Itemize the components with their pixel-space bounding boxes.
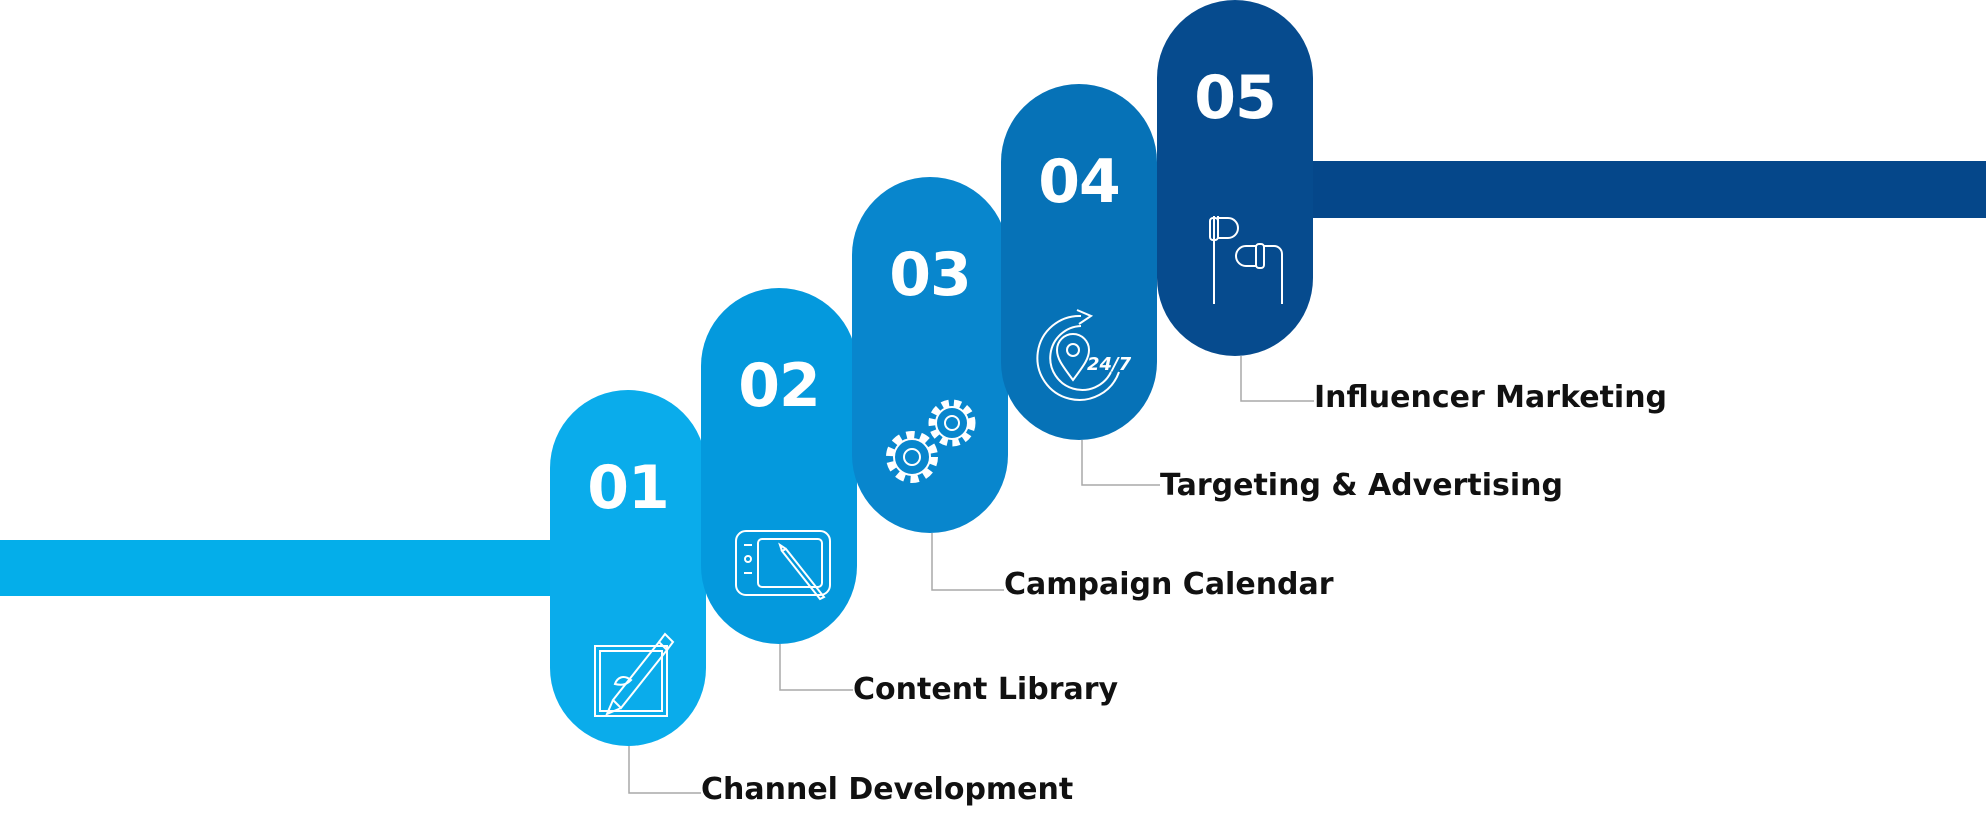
step-01-pill: 01 [550, 390, 706, 746]
step-05-pill: 05 [1157, 0, 1313, 356]
step-01-label: Channel Development [701, 772, 1074, 807]
step-05-number: 05 [1194, 63, 1277, 133]
step-04-number: 04 [1038, 147, 1121, 217]
step-03-number: 03 [889, 240, 972, 310]
right-connector-bar [1250, 161, 1986, 218]
step-04-pill: 04 24/7 [1001, 84, 1157, 440]
icon-24-7-text: 24/7 [1087, 354, 1132, 375]
location-24-7-icon: 24/7 [1001, 302, 1157, 412]
connector-line-04 [1081, 440, 1160, 486]
step-04-label: Targeting & Advertising [1160, 468, 1563, 503]
connector-line-02 [779, 644, 853, 691]
pen-tablet-icon [550, 622, 706, 722]
step-01-number: 01 [587, 453, 670, 523]
connector-line-01 [628, 746, 701, 794]
earphones-icon [1157, 212, 1313, 312]
connector-line-03 [931, 533, 1004, 591]
step-02-pill: 02 [701, 288, 857, 644]
connector-line-05 [1240, 356, 1314, 402]
step-03-label: Campaign Calendar [1004, 567, 1334, 602]
step-02-label: Content Library [853, 672, 1119, 707]
step-02-number: 02 [738, 351, 821, 421]
step-03-pill: 03 [852, 177, 1008, 533]
left-connector-bar [0, 540, 580, 596]
drawing-tablet-icon [701, 521, 857, 611]
step-05-label: Influencer Marketing [1314, 380, 1668, 415]
gears-icon [852, 389, 1008, 499]
